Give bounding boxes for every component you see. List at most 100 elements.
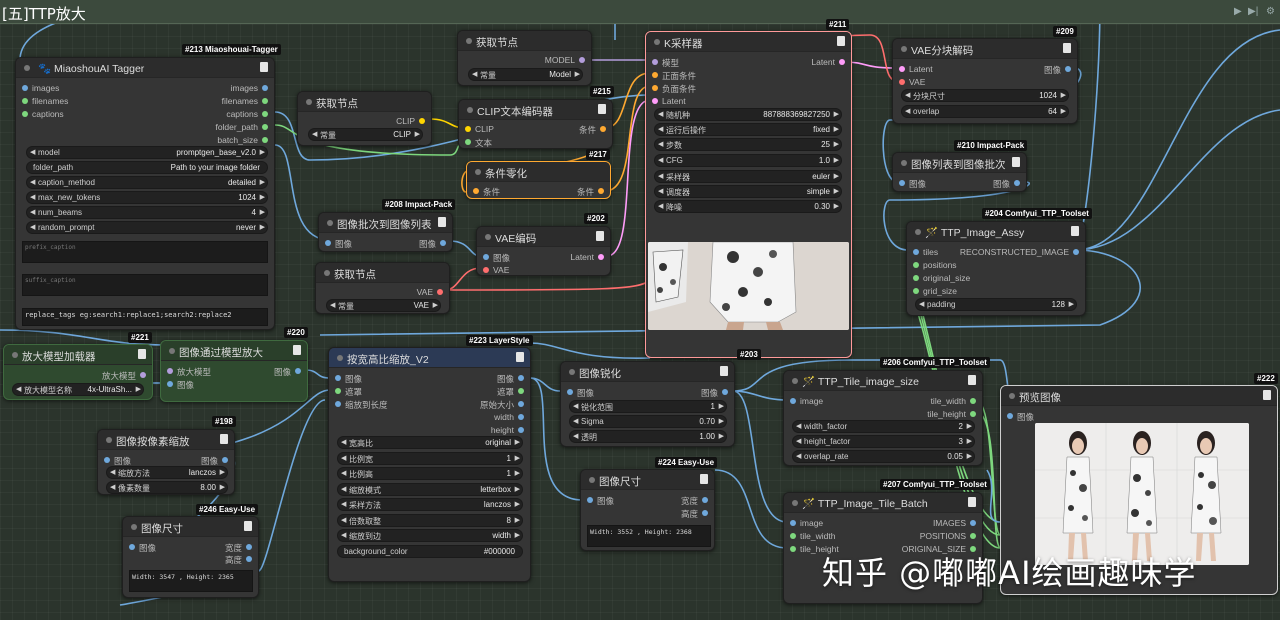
node-image-size-246[interactable]: 图像尺寸 图像 宽度 高度 Width: 3547 , Height: 2365 — [122, 516, 259, 598]
output-folder-path[interactable]: folder_path — [174, 121, 274, 133]
doc-icon[interactable] — [1063, 43, 1071, 53]
collapse-dot[interactable] — [915, 229, 921, 235]
doc-icon[interactable] — [1071, 226, 1079, 236]
node-ttp-image-tile-batch[interactable]: 🪄 TTP_Image_Tile_Batch image tile_width … — [783, 492, 983, 604]
settings-icon[interactable]: ⚙ — [1266, 6, 1275, 17]
node-header[interactable]: 预览图像 — [1001, 386, 1277, 406]
prefix-caption-textarea[interactable]: prefix_caption — [22, 241, 268, 263]
node-miaoshouai-tagger[interactable]: 🐾 MiaoshouAI Tagger images filenames cap… — [15, 57, 275, 330]
output-image[interactable]: 图像 — [392, 237, 452, 249]
input-image[interactable]: 图像 — [319, 237, 379, 249]
skip-icon[interactable]: ▶| — [1248, 6, 1259, 17]
collapse-dot[interactable] — [901, 46, 907, 52]
collapse-dot[interactable] — [466, 38, 472, 44]
input-positive[interactable]: 正面条件 — [646, 69, 726, 81]
output-image[interactable]: 图像 — [470, 372, 530, 384]
node-ttp-tile-image-size[interactable]: 🪄 TTP_Tile_image_size image tile_width t… — [783, 370, 983, 466]
output-original-size[interactable]: ORIGINAL_SIZE — [892, 543, 982, 555]
node-header[interactable]: 🐾 MiaoshouAI Tagger — [16, 58, 274, 78]
input-clip[interactable]: CLIP — [459, 123, 529, 135]
node-header[interactable]: VAE编码 — [477, 227, 610, 247]
collapse-dot[interactable] — [324, 270, 330, 276]
collapse-dot[interactable] — [901, 160, 907, 166]
input-image[interactable]: 图像 — [561, 386, 621, 398]
output-images[interactable]: IMAGES — [912, 517, 982, 529]
node-header[interactable]: 图像尺寸 — [581, 470, 714, 490]
output-model[interactable]: MODEL — [531, 54, 591, 66]
input-mask[interactable]: 遮罩 — [329, 385, 399, 397]
input-positions[interactable]: positions — [907, 259, 977, 271]
collapse-dot[interactable] — [306, 99, 312, 105]
collapse-dot[interactable] — [169, 348, 175, 354]
collapse-dot[interactable] — [485, 234, 491, 240]
input-image[interactable]: 图像 — [161, 378, 231, 390]
input-captions[interactable]: captions — [16, 108, 116, 120]
input-scale-to-length[interactable]: 缩放到长度 — [329, 398, 409, 410]
output-image[interactable]: 图像 — [174, 454, 234, 466]
node-clip-text-encode[interactable]: CLIP文本编码器 CLIP 文本 条件 — [458, 99, 613, 149]
node-header[interactable]: 🪄 TTP_Tile_image_size — [784, 371, 982, 391]
node-header[interactable]: 🪄 TTP_Image_Tile_Batch — [784, 493, 982, 513]
doc-icon[interactable] — [596, 231, 604, 241]
doc-icon[interactable] — [220, 434, 228, 444]
node-header[interactable]: 图像按像素缩放 — [98, 430, 234, 450]
output-height[interactable]: 高度 — [198, 553, 258, 565]
node-batch-to-list[interactable]: 图像批次到图像列表 图像 图像 — [318, 212, 453, 252]
node-upscale-with-model[interactable]: 图像通过模型放大 放大模型 图像 图像 — [160, 340, 308, 402]
output-tile-width[interactable]: tile_width — [912, 395, 982, 407]
output-latent[interactable]: Latent — [550, 251, 610, 263]
doc-icon[interactable] — [598, 104, 606, 114]
output-vae[interactable]: VAE — [389, 286, 449, 298]
doc-icon[interactable] — [260, 62, 268, 72]
output-image[interactable]: 图像 — [674, 386, 734, 398]
collapse-dot[interactable] — [792, 378, 798, 384]
input-image[interactable]: 图像 — [477, 251, 537, 263]
input-tiles[interactable]: tiles — [907, 246, 977, 258]
output-image[interactable]: 图像 — [1017, 63, 1077, 75]
doc-icon[interactable] — [244, 521, 252, 531]
output-width[interactable]: 宽度 — [654, 494, 714, 506]
replace-tags-textarea[interactable]: replace_tags eg:search1:replace1;search2… — [22, 308, 268, 326]
node-ttp-image-assy[interactable]: 🪄 TTP_Image_Assy tiles positions origina… — [906, 221, 1086, 316]
node-header[interactable]: 图像锐化 — [561, 362, 734, 382]
input-grid-size[interactable]: grid_size — [907, 285, 977, 297]
node-header[interactable]: K采样器 — [646, 32, 851, 52]
output-positions[interactable]: POSITIONS — [902, 530, 982, 542]
output-mask[interactable]: 遮罩 — [470, 385, 530, 397]
doc-icon[interactable] — [438, 217, 446, 227]
input-image[interactable]: image — [784, 395, 844, 407]
collapse-dot[interactable] — [467, 107, 473, 113]
input-image[interactable]: 图像 — [98, 454, 158, 466]
input-negative[interactable]: 负面条件 — [646, 82, 726, 94]
doc-icon[interactable] — [700, 474, 708, 484]
input-image[interactable]: 图像 — [329, 372, 399, 384]
collapse-dot[interactable] — [475, 169, 481, 175]
collapse-dot[interactable] — [12, 352, 18, 358]
play-icon[interactable]: ▶ — [1234, 6, 1242, 17]
output-reconstructed-image[interactable]: RECONSTRUCTED_IMAGE — [945, 246, 1085, 258]
doc-icon[interactable] — [968, 497, 976, 507]
input-image[interactable]: 图像 — [581, 494, 641, 506]
input-tile-width[interactable]: tile_width — [784, 530, 854, 542]
widget-background-color[interactable]: background_color#000000 — [337, 545, 523, 558]
